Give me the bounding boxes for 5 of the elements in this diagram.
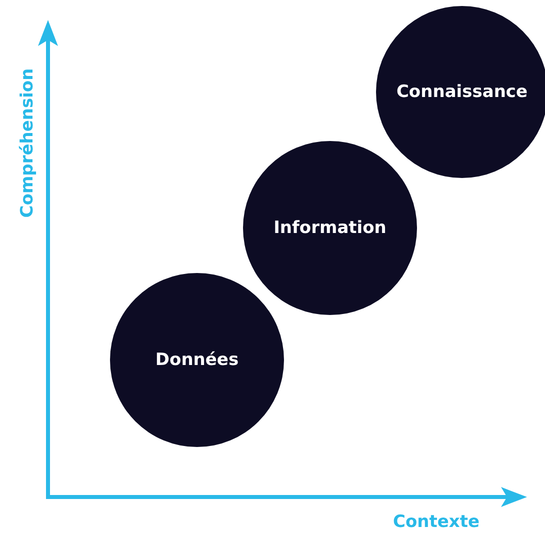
axis-label: Compréhension	[18, 68, 38, 218]
axis-label: Contexte	[393, 512, 480, 532]
node-label: Données	[155, 350, 239, 370]
node-label: Connaissance	[396, 82, 528, 102]
node-label: Information	[274, 218, 386, 238]
